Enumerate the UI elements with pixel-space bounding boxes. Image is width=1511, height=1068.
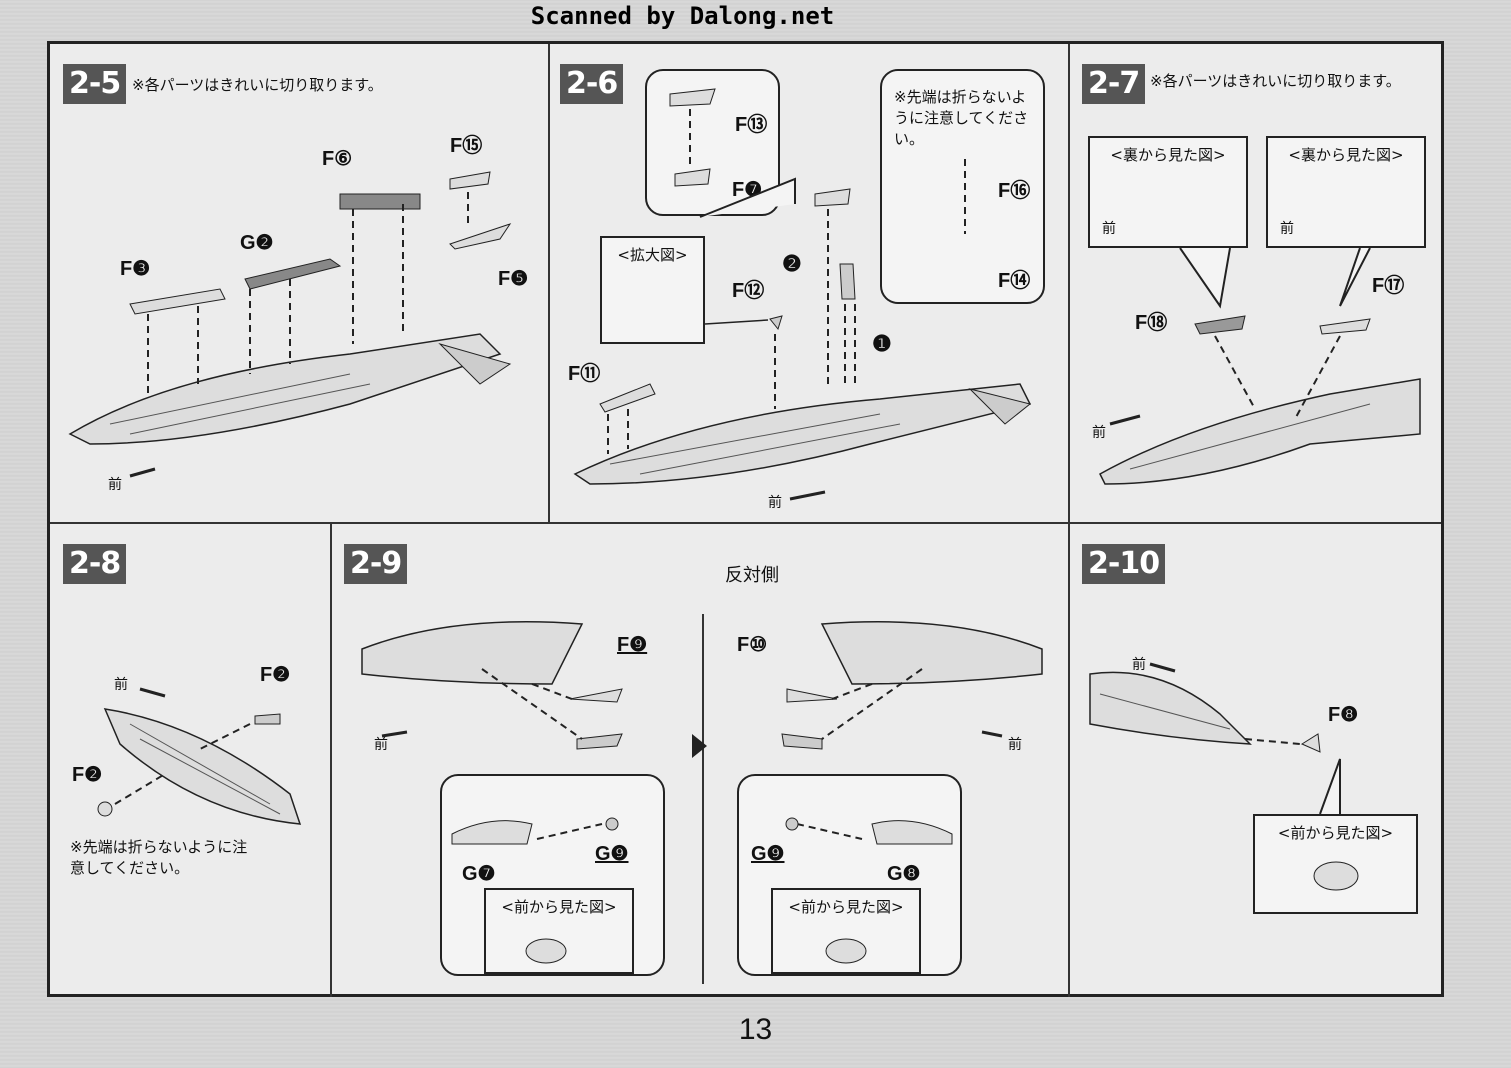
part-label: F⑮ [450, 135, 483, 157]
front-direction-label: 前 [1132, 657, 1146, 673]
front-direction-label: 前 [374, 737, 388, 753]
ship-assembly-illustration [1089, 662, 1359, 891]
part-label: F❾ [617, 634, 648, 656]
ship-assembly-illustration [97, 687, 302, 825]
instruction-frame: 2-5 ※各パーツはきれいに切り取ります。 F⑮ F⑥ G❷ F❸ F❺ 前 [47, 41, 1444, 997]
tip-callout: ※先端は折らないように注意してください。 [880, 69, 1045, 304]
part-label: F❸ [120, 258, 151, 280]
front-direction-label: 前 [1102, 221, 1116, 237]
tip-note: ※先端は折らないように注意してください。 [894, 88, 1029, 148]
part-label: F❷ [72, 764, 103, 786]
part-label: F⑪ [568, 363, 601, 385]
front-direction-label: 前 [1008, 737, 1022, 753]
panel-step-2-5: 2-5 ※各パーツはきれいに切り取ります。 F⑮ F⑥ G❷ F❸ F❺ 前 [50, 44, 550, 524]
rear-view-callout: <裏から見た図> 前 [1266, 136, 1426, 248]
part-label: F⑱ [1135, 312, 1168, 334]
part-label: F⑫ [732, 280, 765, 302]
rear-view-callout: <裏から見た図> 前 [1088, 136, 1248, 248]
front-direction-label: 前 [1092, 425, 1106, 441]
front-direction-label: 前 [108, 477, 122, 493]
part-label: F⑯ [998, 180, 1031, 202]
part-label: G❼ [462, 863, 496, 885]
step-number: 2-10 [1082, 544, 1166, 584]
ship-assembly-illustration [1099, 247, 1421, 485]
front-view-callout: <前から見た図> [771, 888, 921, 974]
front-direction-label: 前 [1280, 221, 1294, 237]
front-direction-label: 前 [768, 495, 782, 511]
scan-credit: Scanned by Dalong.net [530, 2, 835, 30]
panel-step-2-9: 2-9 反対側 F❾ F⑩ 前 前 G❼ G❾ <前から見た図> G❾ G❽ <… [332, 524, 1070, 997]
part-label: F⑰ [1372, 275, 1405, 297]
step-note: ※先端は折らないように注意してください。 [70, 838, 248, 877]
step-number: 2-8 [63, 544, 127, 584]
rear-view-title: <裏から見た図> [1110, 146, 1226, 164]
step-marker: ❷ [782, 251, 802, 276]
panel-step-2-8: 2-8 F❷ F❷ 前 ※先端は折らないように注意してください。 [50, 524, 332, 997]
part-label: F❺ [498, 268, 529, 290]
page-number: 13 [738, 1013, 773, 1046]
ship-assembly-illustration [573, 88, 1032, 501]
part-label: F⑥ [322, 148, 353, 170]
divider [702, 614, 704, 984]
panel-step-2-7: 2-7 ※各パーツはきれいに切り取ります。 <裏から見た図> 前 <裏から見た図… [1070, 44, 1441, 524]
part-label: G❾ [595, 843, 629, 865]
step-number: 2-5 [63, 64, 127, 104]
zoom-title: <拡大図> [617, 246, 688, 264]
front-view-title: <前から見た図> [501, 898, 617, 916]
step-marker: ❶ [872, 331, 892, 356]
part-label: G❾ [751, 843, 785, 865]
part-label: G❽ [887, 863, 921, 885]
ship-assembly-illustration [68, 171, 512, 478]
front-view-title: <前から見た図> [1277, 824, 1394, 842]
part-label: G❷ [240, 232, 274, 254]
step-note: ※各パーツはきれいに切り取ります。 [132, 76, 383, 94]
step-number: 2-7 [1082, 64, 1146, 104]
front-view-title: <前から見た図> [788, 898, 904, 916]
zoom-callout: <拡大図> [600, 236, 705, 344]
opposite-side-label: 反対側 [725, 565, 779, 585]
step-note: ※各パーツはきれいに切り取ります。 [1150, 72, 1401, 90]
front-direction-label: 前 [114, 677, 128, 693]
ship-assembly-illustration [361, 621, 1043, 964]
panel-step-2-6: 2-6 <拡大図> ※先端は折らないように注意してください。 F⑬ F❼ F⑫ … [550, 44, 1070, 524]
part-label: F❽ [1328, 704, 1359, 726]
part-label: F⑬ [735, 114, 768, 136]
step-number: 2-9 [344, 544, 408, 584]
part-label: F⑩ [737, 634, 768, 656]
part-label: F❷ [260, 664, 291, 686]
rear-view-title: <裏から見た図> [1288, 146, 1404, 164]
step-number: 2-6 [560, 64, 624, 104]
panel-step-2-10: 2-10 前 F❽ <前から見た図> [1070, 524, 1441, 997]
part-label: F⑭ [998, 270, 1031, 292]
